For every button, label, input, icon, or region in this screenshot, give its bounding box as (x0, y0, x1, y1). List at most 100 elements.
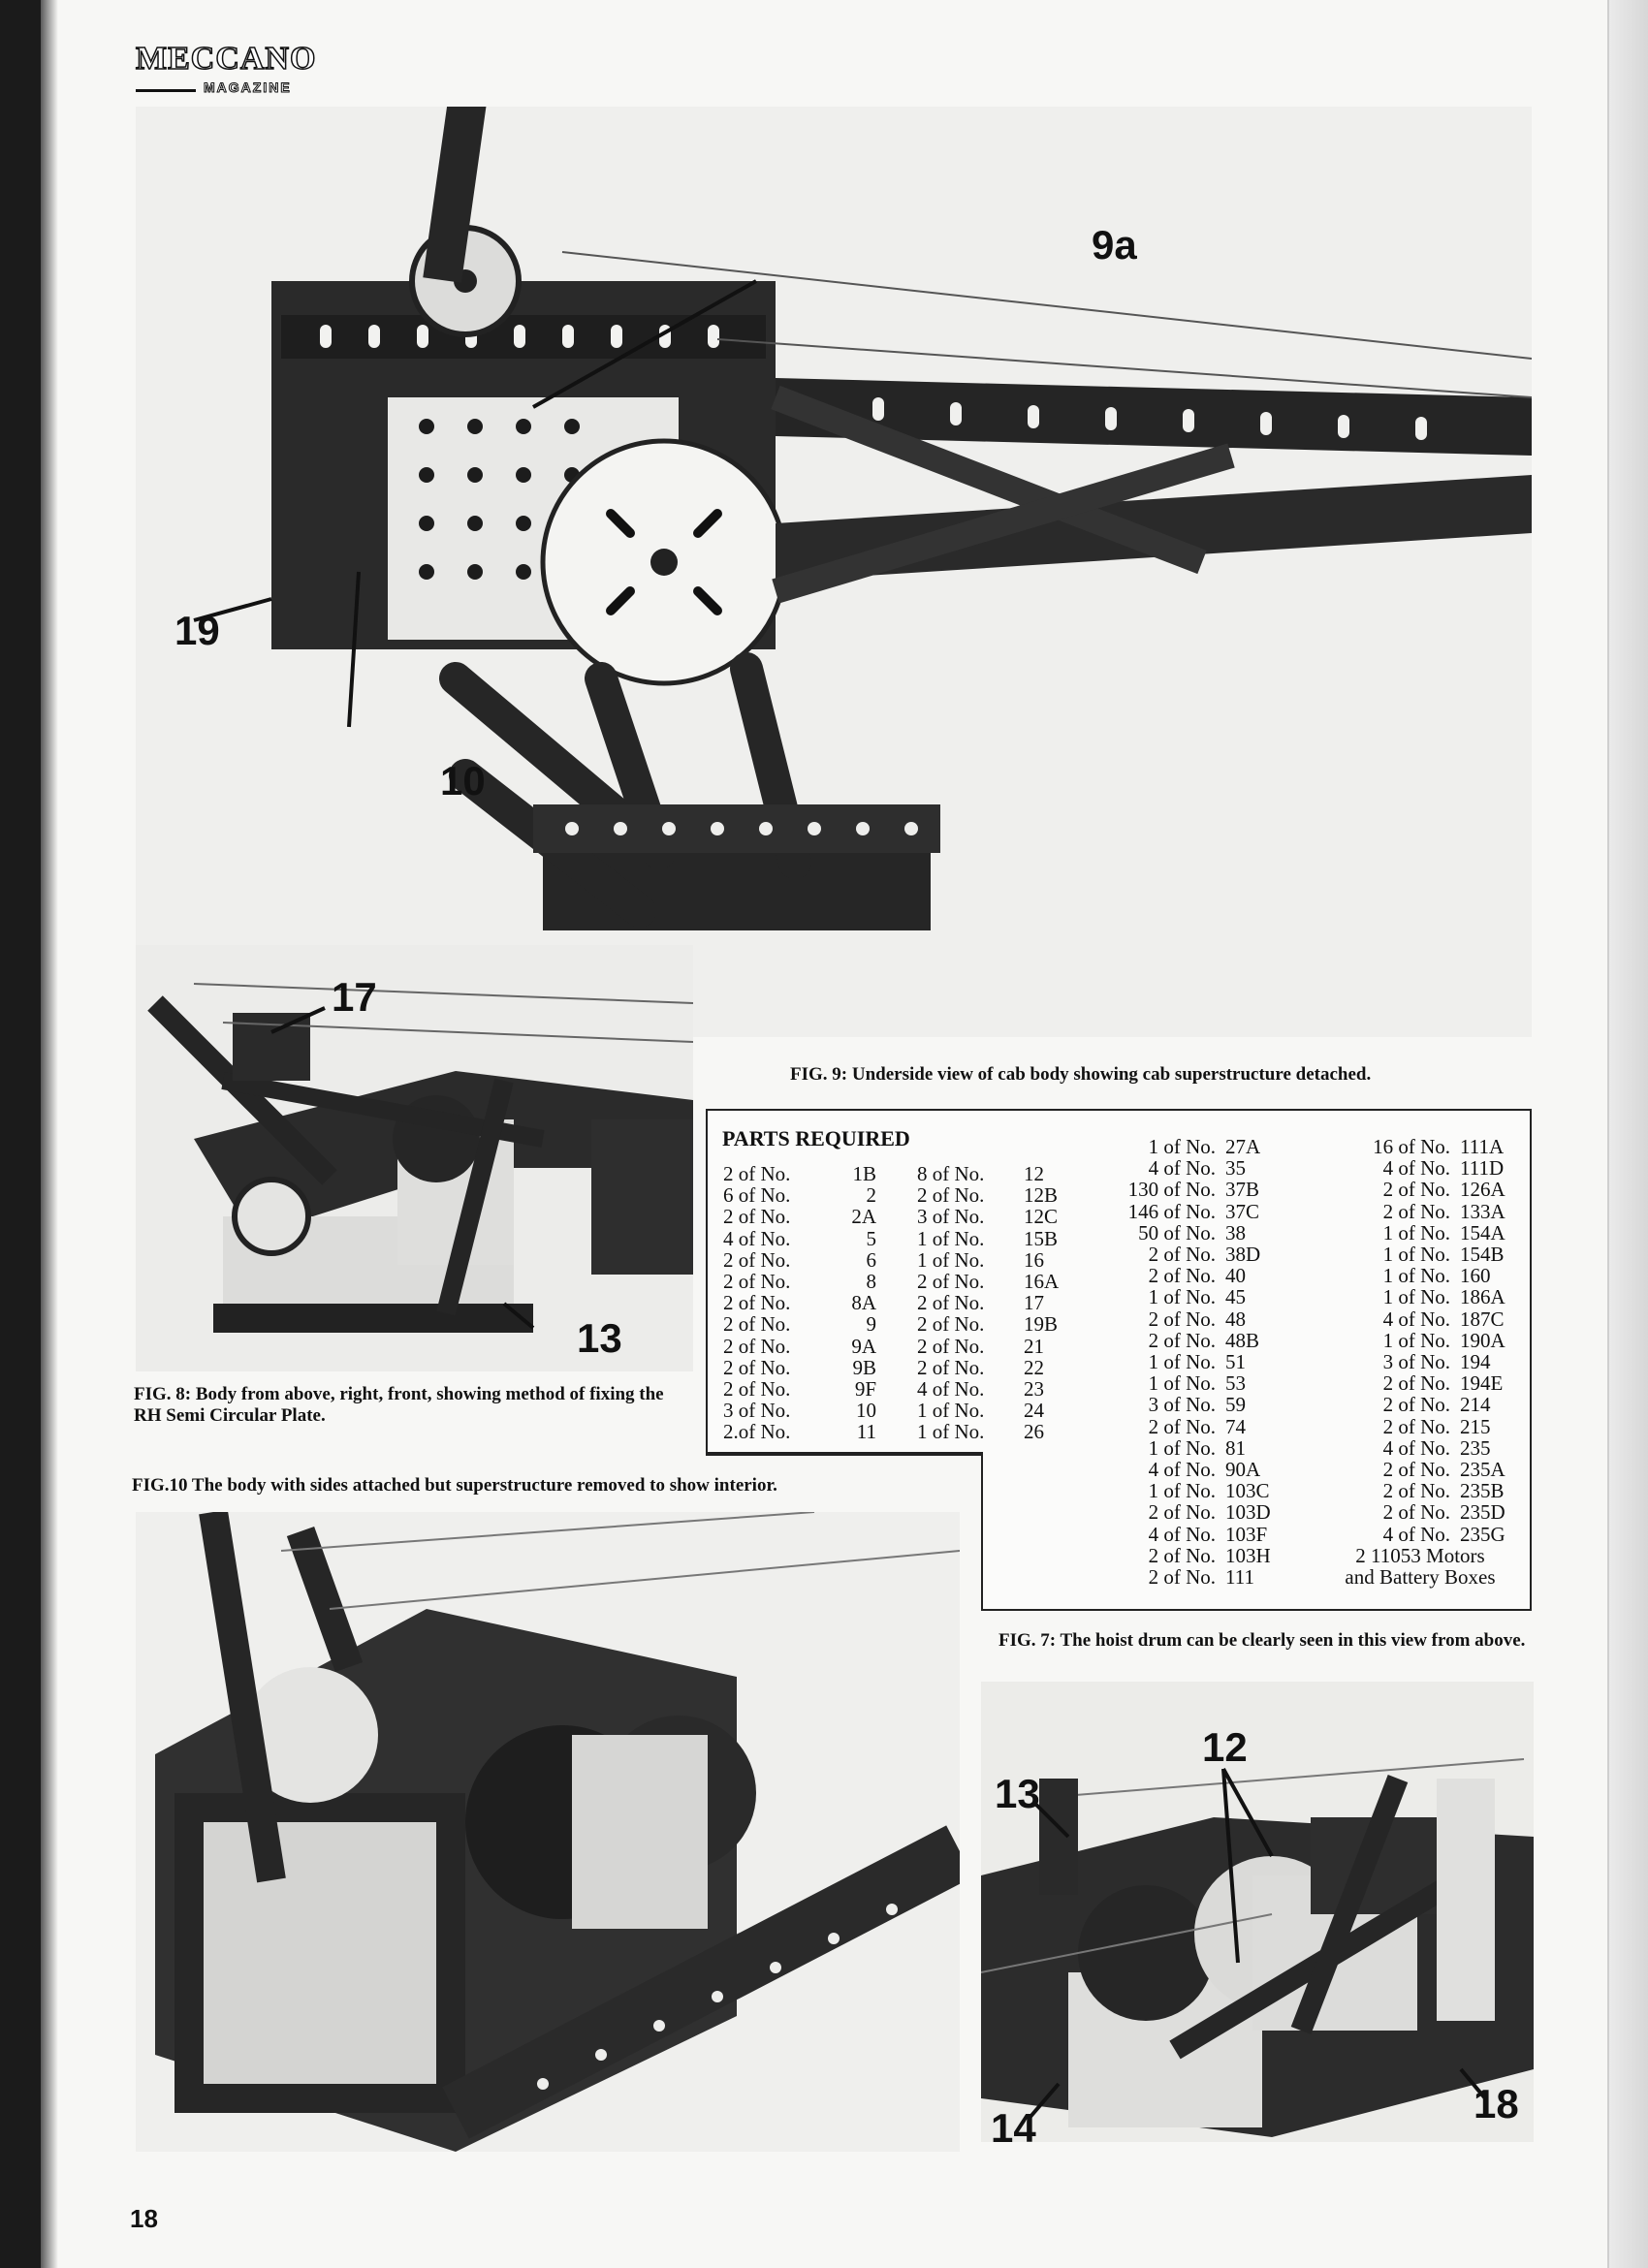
parts-quantity: 3 of No. (723, 1399, 791, 1423)
parts-quantity: 2 of No. (723, 1205, 791, 1229)
parts-row: 2 of No.16A (917, 1271, 1086, 1292)
parts-number: 9 (866, 1312, 877, 1337)
parts-quantity: 2 of No. (1382, 1414, 1450, 1438)
parts-quantity: 6 of No. (723, 1183, 791, 1208)
parts-row: 2 of No.6 (723, 1249, 876, 1271)
parts-number: 51 (1225, 1350, 1246, 1374)
parts-number: 111D (1460, 1156, 1505, 1181)
parts-quantity: 2 of No. (723, 1334, 791, 1358)
parts-battery-line: and Battery Boxes (1345, 1565, 1496, 1590)
parts-number: 8A (851, 1291, 876, 1315)
fig9-photo (136, 107, 1532, 1037)
parts-row: 3 of No.194 (1338, 1351, 1522, 1372)
parts-quantity: 2 of No. (723, 1270, 791, 1294)
parts-number: 103H (1225, 1543, 1271, 1567)
parts-row: 2 of No.38D (1103, 1244, 1287, 1265)
parts-quantity: 2 of No. (1148, 1543, 1216, 1567)
parts-row: 1 of No.154A (1338, 1222, 1522, 1244)
parts-row: 2 of No. 215 (1338, 1414, 1522, 1438)
parts-row: 6 of No. 2 (723, 1184, 876, 1206)
parts-quantity: 2 of No. (917, 1312, 985, 1337)
parts-quantity: 3 of No. (1382, 1350, 1450, 1374)
parts-quantity: 2 of No. (1148, 1500, 1216, 1525)
parts-row: 2 of No. 12B (917, 1184, 1086, 1206)
parts-quantity: 1 of No. (917, 1420, 985, 1444)
parts-quantity: 2 of No. (1382, 1178, 1450, 1202)
parts-quantity: 2 of No. (917, 1183, 985, 1208)
parts-row: 4 of No.5 (723, 1226, 876, 1250)
logo-sub-text: MAGAZINE (204, 79, 292, 96)
parts-row: 4 of No.90A (1103, 1459, 1287, 1480)
page-binding-shadow (41, 0, 58, 2268)
parts-number: 74 (1225, 1414, 1246, 1438)
parts-number: 12B (1024, 1183, 1059, 1208)
parts-number: 24 (1024, 1399, 1044, 1423)
parts-number: 45 (1225, 1285, 1246, 1309)
parts-quantity: 50 of No. (1138, 1220, 1216, 1244)
parts-number: 2 (866, 1183, 877, 1208)
fig9-label-10: 10 (440, 758, 486, 803)
parts-quantity: 2 of No. (723, 1162, 791, 1185)
parts-row: 2 of No.235A (1338, 1459, 1522, 1480)
parts-quantity: 2 of No. (723, 1355, 791, 1379)
parts-number: 235D (1460, 1500, 1505, 1525)
parts-required-title: PARTS REQUIRED (722, 1126, 910, 1150)
parts-row: 1 of No.81 (1103, 1437, 1287, 1459)
parts-number: 12 (1024, 1162, 1044, 1185)
parts-quantity: 2 of No. (723, 1312, 791, 1337)
parts-quantity: 2 of No. (1382, 1371, 1450, 1396)
fig8-photo (136, 945, 693, 1371)
parts-required-box-upper (706, 1109, 1532, 1456)
parts-number: 126A (1460, 1178, 1505, 1202)
fig8-caption: FIG. 8: Body from above, right, front, s… (134, 1384, 664, 1426)
parts-row: 4 of No.235 (1338, 1437, 1522, 1459)
parts-quantity: 2 of No. (723, 1247, 791, 1272)
page-right-edge (1607, 0, 1648, 2268)
fig7-label-18: 18 (1474, 2081, 1519, 2126)
parts-row: 1 of No.190A (1338, 1330, 1522, 1351)
parts-number: 154B (1460, 1243, 1505, 1267)
parts-row: 2 of No.235B (1338, 1480, 1522, 1501)
parts-quantity: 1 of No. (1148, 1135, 1216, 1158)
parts-row: 4 of No.35 (1103, 1157, 1287, 1179)
parts-row: 4 of No.23 (917, 1378, 1086, 1400)
fig9-label-9a: 9a (1092, 222, 1137, 268)
fig8-label-17: 17 (332, 974, 377, 1020)
parts-number: 21 (1024, 1334, 1044, 1358)
parts-quantity: 1 of No. (917, 1226, 985, 1250)
parts-row: 2.of No.11 (723, 1421, 876, 1442)
parts-row: 1 of No.53 (1103, 1372, 1287, 1394)
fig9-label-19: 19 (174, 608, 220, 653)
parts-row: 2 of No.17 (917, 1292, 1086, 1313)
parts-row: 2 of No.22 (917, 1357, 1086, 1378)
parts-quantity: 2 of No. (917, 1334, 985, 1358)
parts-quantity: 4 of No. (723, 1226, 791, 1250)
parts-row: 2 of No. 126A (1338, 1179, 1522, 1200)
parts-number: 187C (1460, 1307, 1505, 1331)
parts-required-box-lower (981, 1452, 1532, 1611)
parts-row: 4 of No.187C (1338, 1307, 1522, 1331)
parts-row: 3 of No.10 (723, 1400, 876, 1421)
parts-row: 2 of No.40 (1103, 1265, 1287, 1286)
parts-row: 2 of No.9B (723, 1357, 876, 1378)
parts-number: 103C (1225, 1479, 1270, 1503)
fig8-label-13: 13 (577, 1315, 622, 1361)
parts-column-4-extra: 2 11053 Motors and Battery Boxes (1328, 1545, 1512, 1590)
parts-number: 8 (866, 1270, 877, 1294)
parts-row: 2 of No.48B (1103, 1330, 1287, 1351)
parts-quantity: 2 of No. (723, 1377, 791, 1402)
parts-quantity: 1 of No. (1382, 1243, 1450, 1267)
parts-row: 2 of No. 9 (723, 1313, 876, 1335)
page-binding (0, 0, 41, 2268)
parts-row: 2 of No.103D (1103, 1501, 1287, 1523)
parts-number: 215 (1460, 1414, 1491, 1438)
parts-number: 2A (851, 1205, 876, 1229)
parts-quantity: 2 of No. (1148, 1328, 1216, 1352)
parts-quantity: 2 of No. (1148, 1414, 1216, 1438)
parts-row: 2 of No.214 (1338, 1394, 1522, 1415)
parts-quantity: 1 of No. (917, 1399, 985, 1423)
parts-row: 2 of No. 2A (723, 1206, 876, 1227)
parts-row: 1 of No.16 (917, 1249, 1086, 1271)
